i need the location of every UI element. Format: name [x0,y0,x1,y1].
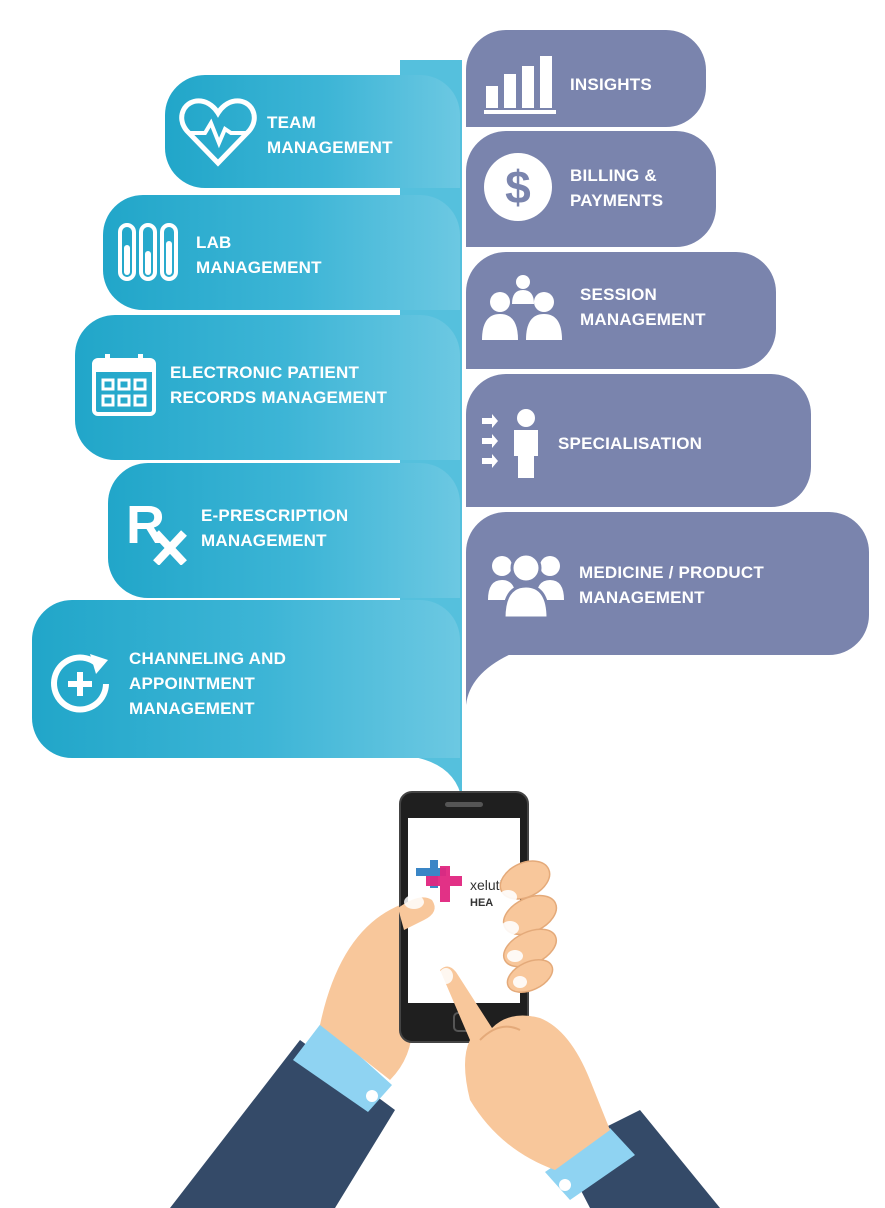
plus-circle-arrow-icon [46,650,114,718]
e-prescription-bubble[interactable]: R E-PRESCRIPTION MANAGEMENT [108,463,460,598]
specialisation-label: SPECIALISATION [558,434,703,453]
logo-text-1: xeluti [470,877,503,893]
team-management-bubble[interactable]: TEAM MANAGEMENT [165,75,460,188]
heart-pulse-icon [179,97,257,167]
right-hand [440,966,610,1170]
logo-text-2: HEA [470,897,493,909]
e-prescription-label-2: MANAGEMENT [201,531,327,550]
rx-icon: R [126,493,190,565]
calendar-icon [91,352,157,418]
medicine-label-1: MEDICINE / PRODUCT [579,563,764,582]
lab-management-label-2: MANAGEMENT [196,258,322,277]
bar-chart-icon [484,54,560,116]
session-label-1: SESSION [580,285,657,304]
medicine-product-bubble[interactable]: MEDICINE / PRODUCT MANAGEMENT [466,512,869,655]
session-label-2: MANAGEMENT [580,310,706,329]
channeling-label-2: APPOINTMENT [129,674,255,693]
e-prescription-label-1: E-PRESCRIPTION [201,506,349,525]
channeling-label-3: MANAGEMENT [129,699,255,718]
person-arrows-icon [482,408,546,480]
xelution-logo-icon [416,860,462,902]
team-management-label-1: TEAM [267,113,316,132]
lab-management-label-1: LAB [196,233,232,252]
medicine-label-2: MANAGEMENT [579,588,705,607]
insights-bubble[interactable]: INSIGHTS [466,30,706,127]
electronic-patient-label-2: RECORDS MANAGEMENT [170,388,388,407]
electronic-patient-label-1: ELECTRONIC PATIENT [170,363,360,382]
billing-payments-bubble[interactable]: $ BILLING & PAYMENTS [466,131,716,247]
test-tubes-icon [117,223,179,283]
billing-label-1: BILLING & [570,166,657,185]
billing-label-2: PAYMENTS [570,191,664,210]
group-people-icon [486,548,566,620]
channeling-appointment-bubble[interactable]: CHANNELING AND APPOINTMENT MANAGEMENT [32,600,460,758]
electronic-patient-records-bubble[interactable]: ELECTRONIC PATIENT RECORDS MANAGEMENT [75,315,460,460]
svg-text:R: R [126,495,165,555]
channeling-label-1: CHANNELING AND [129,649,287,668]
specialisation-bubble[interactable]: SPECIALISATION [466,374,811,507]
insights-label: INSIGHTS [570,75,652,94]
left-cuff [293,1022,392,1112]
meeting-people-icon [480,272,566,344]
dollar-icon: $ [482,151,554,223]
lab-management-bubble[interactable]: LAB MANAGEMENT [103,195,460,310]
svg-text:$: $ [505,161,531,213]
session-management-bubble[interactable]: SESSION MANAGEMENT [466,252,776,369]
team-management-label-2: MANAGEMENT [267,138,393,157]
